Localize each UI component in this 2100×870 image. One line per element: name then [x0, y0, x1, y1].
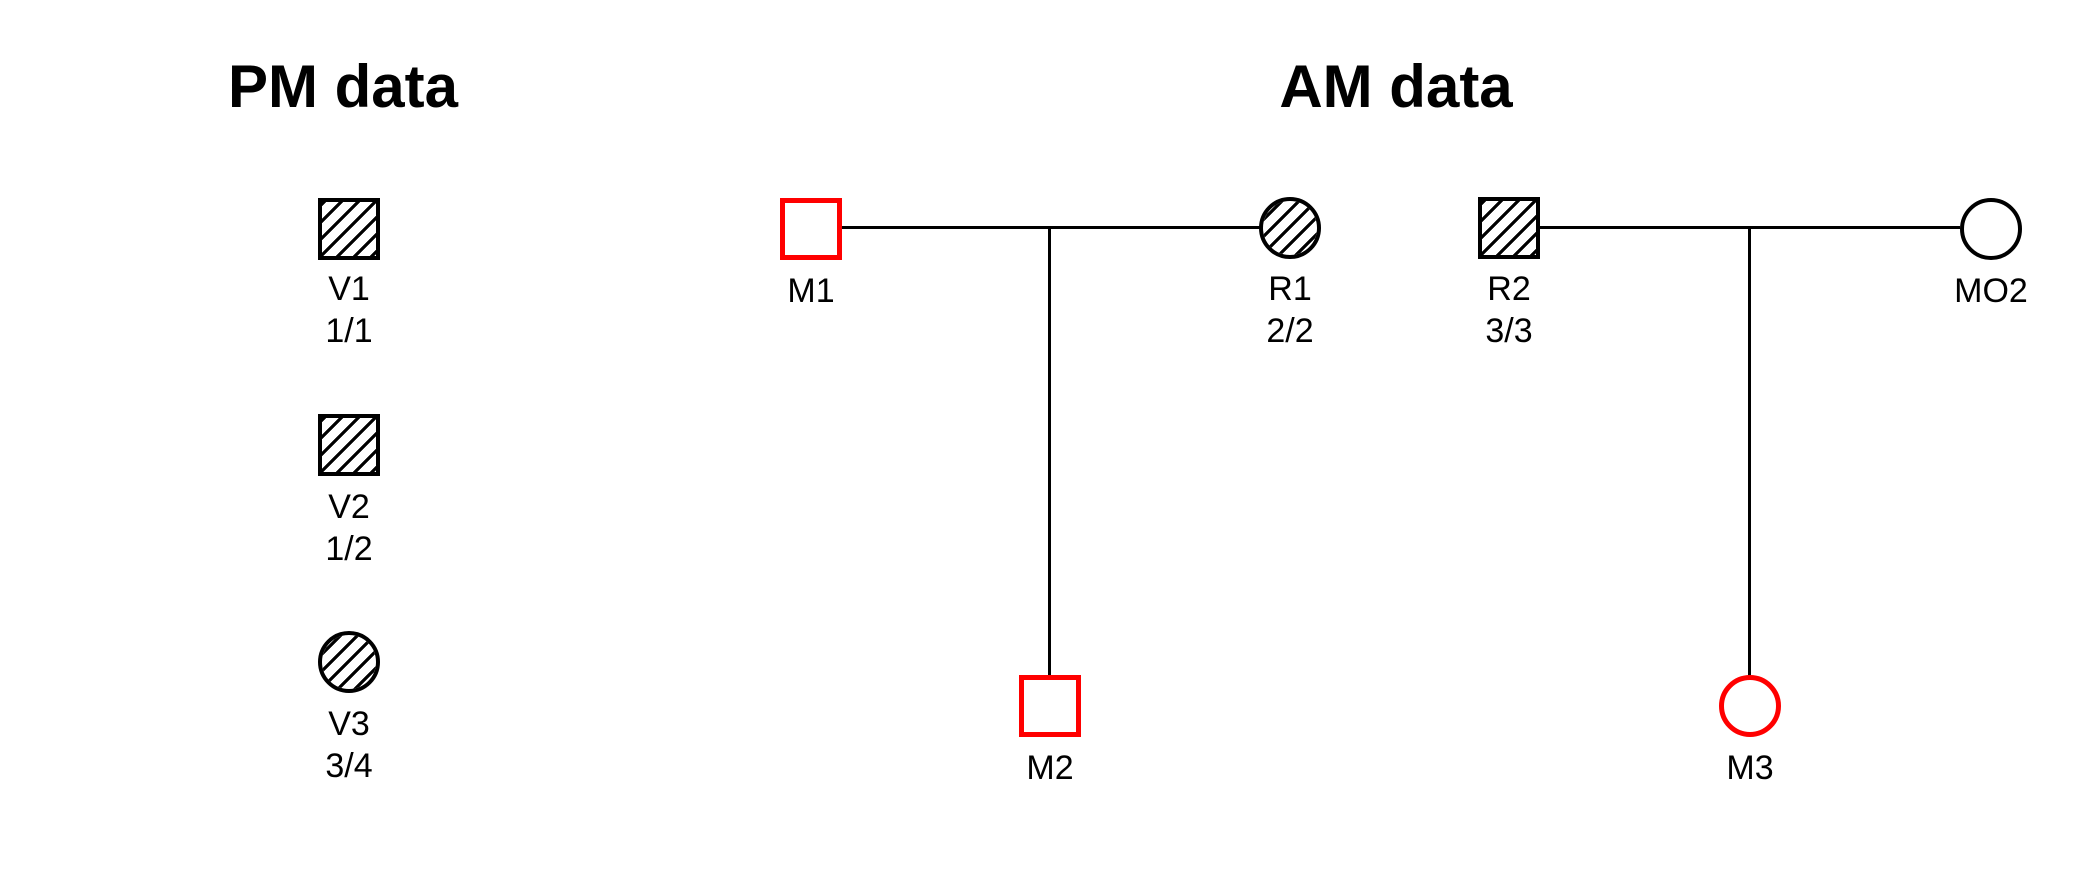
member-genotype: 2/2: [1266, 312, 1314, 350]
victim-id: V2: [328, 488, 370, 526]
pm-victim-v3-label: V3 3/4: [249, 703, 449, 787]
member-id: M3: [1726, 749, 1774, 787]
pm-victim-v1-label: V1 1/1: [249, 268, 449, 352]
member-id: R1: [1268, 270, 1312, 308]
family1-child-m2-symbol: [1019, 675, 1081, 737]
victim-genotype: 1/2: [325, 530, 373, 568]
family1-descent-line: [1048, 227, 1051, 675]
victim-id: V1: [328, 270, 370, 308]
am-panel-title: AM data: [1279, 53, 1513, 120]
pm-victim-v1-symbol: [318, 198, 380, 260]
member-id: MO2: [1954, 272, 2028, 310]
family1-mother-r1-label: R1 2/2: [1190, 268, 1390, 352]
member-id: M1: [787, 272, 835, 310]
family1-child-m2-label: M2: [950, 747, 1150, 789]
pm-victim-v2-label: V2 1/2: [249, 486, 449, 570]
family1-father-m1-label: M1: [711, 270, 911, 312]
family1-partnership-line: [842, 226, 1260, 229]
family2-descent-line: [1748, 227, 1751, 676]
victim-genotype: 3/4: [325, 747, 373, 785]
pm-victim-v2-symbol: [318, 414, 380, 476]
pm-victim-v3-symbol: [318, 631, 380, 693]
family2-child-m3-label: M3: [1650, 747, 1850, 789]
family2-child-m3-symbol: [1719, 675, 1781, 737]
family1-father-m1-symbol: [780, 198, 842, 260]
family2-mother-mo2-label: MO2: [1891, 270, 2091, 312]
family2-father-r2-symbol: [1478, 197, 1540, 259]
family2-father-r2-label: R2 3/3: [1409, 268, 1609, 352]
member-id: M2: [1026, 749, 1074, 787]
pm-panel-title: PM data: [227, 53, 459, 120]
member-id: R2: [1487, 270, 1531, 308]
victim-id: V3: [328, 705, 370, 743]
victim-genotype: 1/1: [325, 312, 373, 350]
family2-mother-mo2-symbol: [1960, 198, 2022, 260]
family1-mother-r1-symbol: [1259, 197, 1321, 259]
member-genotype: 3/3: [1485, 312, 1533, 350]
